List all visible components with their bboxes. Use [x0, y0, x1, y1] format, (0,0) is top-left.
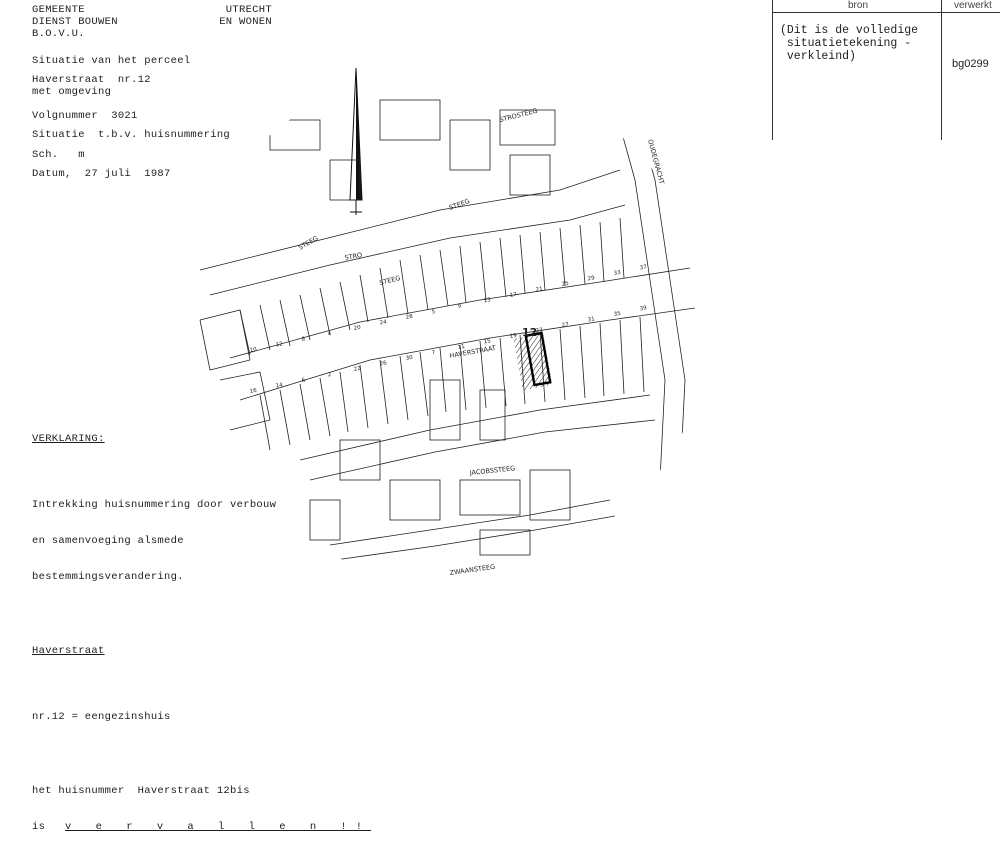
- scale: Sch. m: [32, 149, 85, 161]
- house-numbers: 10 16 12 14 8 6 4 2 20 22 24 26 28 30 5 7 9 11 13 15 17 19 21 2…: [249, 264, 647, 395]
- house-number: 9: [457, 303, 462, 310]
- house-number: 30: [405, 355, 413, 362]
- house-number: 29: [587, 275, 595, 282]
- situation-line-3: met omgeving: [32, 86, 112, 98]
- org-unit: B.O.V.U.: [32, 28, 85, 40]
- house-number: 31: [587, 316, 595, 323]
- map-linework: [199, 89, 696, 561]
- parcel-12-label: 12: [522, 326, 537, 339]
- house-number: 7: [431, 350, 436, 357]
- cadastral-map: 12 STEEG STEEG STEEG STRO STROSTEEG HAVE…: [199, 67, 696, 577]
- house-number: 17: [509, 292, 517, 299]
- legend-note-prefix: is: [32, 821, 46, 833]
- house-number: 5: [431, 309, 436, 316]
- situation-line-1: Situatie van het perceel: [32, 55, 191, 67]
- house-number: 37: [639, 264, 647, 271]
- house-number: 8: [301, 336, 306, 343]
- house-number: 23: [535, 327, 543, 334]
- house-number: 28: [405, 314, 413, 321]
- org-department-2: EN WONEN: [219, 16, 272, 28]
- org-city: UTRECHT: [225, 4, 272, 16]
- street-label-6: HAVERSTRAAT: [449, 344, 497, 360]
- volgnummer: Volgnummer 3021: [32, 110, 138, 122]
- column-header-bron: bron: [848, 0, 869, 11]
- verwerkt-code: bg0299: [952, 58, 989, 70]
- house-number: 35: [613, 311, 621, 318]
- legend-note-vervallen: v e r v a l l e n !!: [65, 821, 372, 833]
- house-number: 20: [353, 325, 361, 332]
- house-number: 25: [561, 281, 569, 288]
- house-number: 14: [275, 382, 283, 389]
- street-label-4: STRO: [344, 251, 363, 262]
- house-number: 24: [379, 319, 387, 326]
- street-label-8: OUDEGRACHT: [646, 138, 666, 185]
- street-label-5: STROSTEEG: [499, 107, 539, 124]
- metadata-table: bron verwerkt: [772, 0, 1000, 140]
- organization-header: GEMEENTE UTRECHT DIENST BOUWEN EN WONEN B.…: [32, 4, 272, 40]
- legend-line-2: en samenvoeging alsmede: [32, 535, 184, 547]
- house-number: 10: [249, 347, 257, 354]
- house-number: 13: [483, 297, 491, 304]
- house-number: 19: [509, 333, 517, 340]
- house-number: 22: [353, 366, 361, 373]
- bron-note: (Dit is de volledige situatietekening - …: [780, 24, 919, 63]
- house-number: 33: [613, 270, 621, 277]
- org-department: DIENST BOUWEN: [32, 16, 118, 28]
- house-number: 2: [327, 372, 331, 379]
- column-header-verwerkt: verwerkt: [954, 0, 992, 11]
- house-number: 39: [639, 305, 647, 312]
- legend-rule: nr.12 = eengezinshuis: [32, 711, 171, 723]
- parcel-12-highlight: 12: [513, 326, 553, 391]
- legend-title: VERKLARING:: [32, 433, 105, 445]
- house-number: 15: [483, 338, 491, 345]
- house-number: 27: [561, 322, 569, 329]
- situation-line-2: Haverstraat nr.12: [32, 74, 151, 86]
- house-number: 11: [457, 344, 465, 351]
- street-label-3: STEEG: [297, 234, 319, 252]
- date: Datum, 27 juli 1987: [32, 168, 171, 180]
- street-label-7: ZWAANSTEEG: [449, 563, 495, 577]
- legend-line-3: bestemmingsverandering.: [32, 571, 184, 583]
- house-number: 6: [301, 377, 306, 384]
- house-number: 12: [275, 341, 283, 348]
- street-label-9: JACOBSSTEEG: [468, 464, 515, 477]
- situation-purpose: Situatie t.b.v. huisnummering: [32, 129, 231, 141]
- org-name-1: GEMEENTE: [32, 4, 85, 16]
- legend-street: Haverstraat: [32, 645, 105, 657]
- street-label-1: STEEG: [379, 274, 402, 287]
- document-page: GEMEENTE UTRECHT DIENST BOUWEN EN WONEN B.…: [32, 0, 1000, 833]
- house-number: 26: [379, 360, 387, 367]
- table-divider: [772, 12, 1000, 13]
- house-number: 16: [249, 388, 257, 395]
- street-labels: STEEG STEEG STEEG STRO STROSTEEG HAVERST…: [297, 107, 666, 577]
- house-number: 21: [535, 286, 543, 293]
- legend-line-1: Intrekking huisnummering door verbouw: [32, 499, 277, 511]
- house-number: 4: [327, 331, 332, 338]
- legend-note-1: het huisnummer Haverstraat 12bis: [32, 785, 250, 797]
- street-label-2: STEEG: [448, 197, 471, 212]
